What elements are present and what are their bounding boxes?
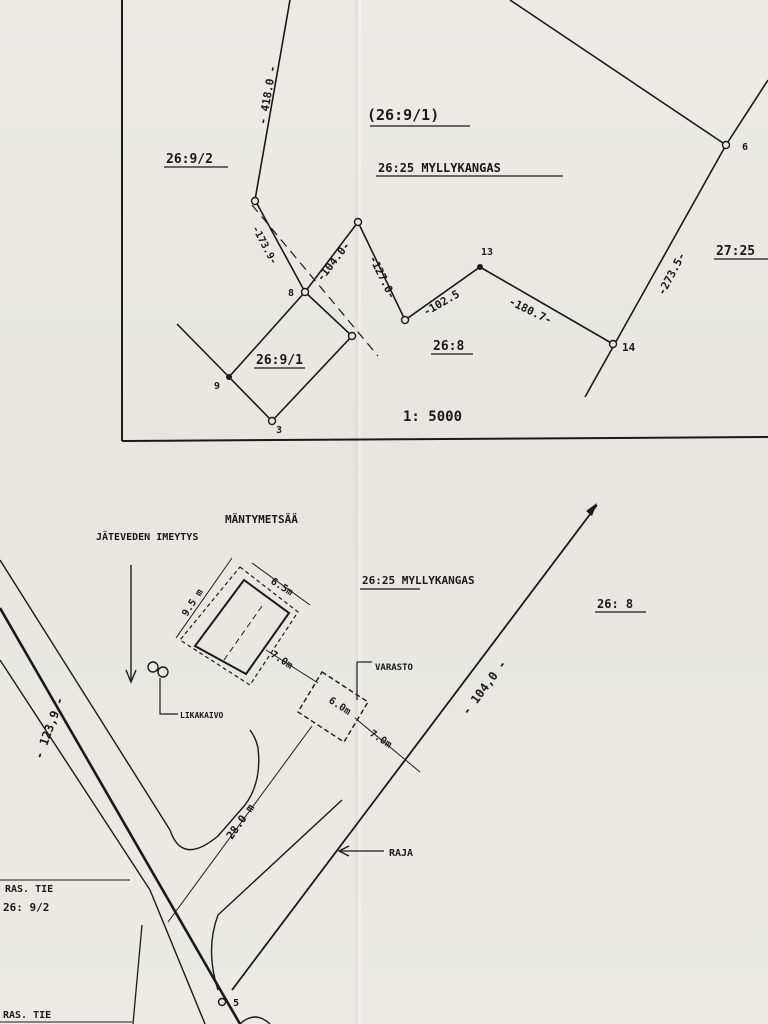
dim-line bbox=[167, 725, 313, 923]
cesspit-circle-1 bbox=[147, 661, 159, 673]
dim-104: -104.0- bbox=[314, 239, 353, 284]
boundary-6-up bbox=[725, 79, 768, 146]
scale-label: 1: 5000 bbox=[403, 409, 462, 425]
point-marker bbox=[400, 315, 410, 325]
forest-label: MÄNTYMETSÄÄ bbox=[225, 512, 298, 526]
point-marker bbox=[250, 196, 260, 206]
point-14-marker bbox=[608, 339, 618, 349]
parcel-lower-label: 26:8 bbox=[433, 339, 464, 354]
dim-shed: 6.0m bbox=[326, 695, 352, 717]
dim-102: -102.5 bbox=[421, 287, 462, 318]
point-3-label: 3 bbox=[276, 425, 282, 436]
road-edge-inner bbox=[0, 659, 151, 891]
road-label-1: RAS. TIE bbox=[5, 884, 53, 895]
boundary-418 bbox=[254, 0, 291, 201]
upper-frame-bottom bbox=[121, 436, 768, 442]
driveway-lower-edge bbox=[210, 799, 343, 991]
point-3-marker bbox=[267, 416, 277, 426]
boundary-6-down bbox=[584, 144, 727, 398]
point-6-label: 6 bbox=[742, 142, 748, 153]
point-9-label: 9 bbox=[214, 381, 220, 392]
road-edge-outer bbox=[0, 559, 171, 831]
boundary-9-left bbox=[176, 323, 230, 378]
cesspit-leader bbox=[159, 678, 178, 715]
upper-map: (26:9/1) 26:25 MYLLYKANGAS 26:9/2 27:25 … bbox=[121, 0, 768, 442]
dim-273: -273.5- bbox=[655, 250, 688, 297]
point-8-label: 8 bbox=[288, 288, 294, 299]
raja-arrowhead bbox=[337, 845, 350, 857]
parcel-left-label: 26:9/2 bbox=[166, 152, 213, 167]
lower-map: MÄNTYMETSÄÄ JÄTEVEDEN IMEYTYS LIKAKAIVO … bbox=[0, 503, 646, 1024]
storage-label: VARASTO bbox=[375, 663, 414, 673]
road-label-2: RAS. TIE bbox=[3, 1010, 51, 1021]
driveway-upper-edge bbox=[169, 729, 260, 851]
property-border-line bbox=[231, 504, 598, 991]
border-arrowhead bbox=[586, 503, 597, 516]
paper-fold bbox=[353, 0, 363, 1024]
boundary-zigzag bbox=[304, 220, 614, 345]
parcel-right-label: 27:25 bbox=[716, 244, 755, 259]
dim-180: -180.7- bbox=[507, 295, 554, 327]
point-6-marker bbox=[721, 140, 731, 150]
parcel-parent-label: (26:9/1) bbox=[367, 106, 439, 124]
parcel-small-label: 26:9/1 bbox=[256, 353, 303, 368]
point-8-marker bbox=[300, 287, 310, 297]
point-13-label: 13 bbox=[481, 247, 493, 258]
point-marker bbox=[353, 217, 363, 227]
dim-line bbox=[265, 649, 319, 684]
dim-418: - 418.0 - bbox=[256, 65, 279, 126]
driveway-curve bbox=[239, 1016, 271, 1024]
boundary-173 bbox=[254, 199, 306, 293]
border-label: RAJA bbox=[389, 848, 413, 859]
parcel-owner-label: 26:25 MYLLYKANGAS bbox=[378, 161, 501, 175]
house-dashed-outline bbox=[179, 566, 299, 686]
cesspit-circle-2 bbox=[157, 666, 169, 678]
wastewater-label: JÄTEVEDEN IMEYTYS bbox=[96, 529, 198, 543]
dim-house-width: 6.5m bbox=[268, 576, 294, 598]
road-side-line bbox=[132, 924, 143, 1024]
dim-127: -127.0- bbox=[366, 254, 398, 301]
dim-gap-2: 7.0m bbox=[367, 728, 393, 750]
dim-line bbox=[175, 557, 233, 639]
point-5-marker bbox=[217, 997, 227, 1007]
dim-gap-1: 7.0m bbox=[268, 649, 294, 671]
point-5-label: 5 bbox=[233, 998, 239, 1009]
dashed-boundary bbox=[251, 204, 379, 357]
lower-owner-label: 26:25 MYLLYKANGAS bbox=[362, 574, 475, 587]
dim-road-length: - 123,9 - bbox=[32, 695, 67, 761]
road-parcel-label: 26: 9/2 bbox=[3, 901, 49, 914]
point-14-label: 14 bbox=[622, 341, 636, 354]
point-9-marker bbox=[226, 374, 232, 380]
dim-border-length: - 104,0 - bbox=[459, 657, 509, 717]
storage-shed-outline bbox=[297, 671, 369, 743]
house-outline bbox=[193, 578, 291, 676]
road-centerline bbox=[0, 607, 242, 1024]
road-edge-lower bbox=[149, 889, 206, 1024]
dim-173: -173.9- bbox=[249, 224, 279, 266]
point-13-marker bbox=[477, 264, 483, 270]
dim-line bbox=[354, 717, 421, 773]
point-marker bbox=[347, 331, 357, 341]
dim-road-distance: 28.0 m bbox=[224, 801, 258, 841]
lower-parcel-label: 26: 8 bbox=[597, 597, 633, 611]
dim-line bbox=[251, 562, 311, 606]
boundary-top-right bbox=[509, 0, 727, 146]
house-ridge bbox=[223, 605, 263, 661]
arrowhead bbox=[125, 669, 137, 684]
cesspit-label: LIKAKAIVO bbox=[180, 711, 224, 720]
